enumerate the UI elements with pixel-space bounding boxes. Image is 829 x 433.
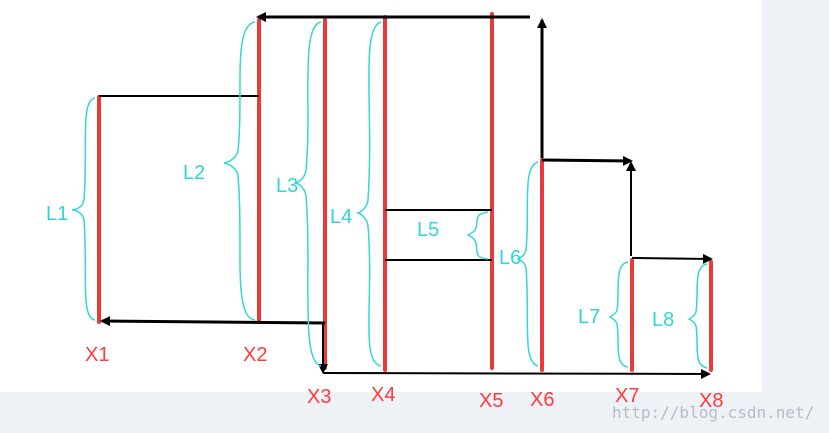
- arrow-x7-right: [631, 253, 713, 264]
- brace-l4: [355, 21, 382, 367]
- black-connectors: [99, 12, 713, 379]
- label-l7: L7: [578, 306, 600, 328]
- label-l2: L2: [183, 162, 205, 184]
- label-l4: L4: [330, 206, 352, 228]
- red-segments: [97, 12, 713, 372]
- label-l5: L5: [417, 219, 439, 241]
- diagram-panel: [0, 0, 762, 392]
- label-x7: X7: [615, 385, 639, 407]
- brace-l7: [608, 261, 629, 368]
- brace-l6: [516, 161, 539, 367]
- label-x2: X2: [243, 344, 267, 366]
- label-x5: X5: [479, 390, 503, 412]
- arrow-bottom-left: [100, 316, 326, 327]
- label-l1: L1: [46, 203, 68, 225]
- arrow-x6-right: [541, 155, 633, 166]
- label-l8: L8: [652, 309, 674, 331]
- cyan-braces: [71, 21, 708, 369]
- label-l6: L6: [499, 247, 521, 269]
- label-x3: X3: [307, 386, 331, 408]
- brace-l2: [223, 21, 256, 321]
- brace-l1: [71, 97, 96, 321]
- brace-l5: [466, 211, 489, 260]
- label-l3: L3: [276, 175, 298, 197]
- label-x6: X6: [530, 389, 554, 411]
- brace-l3: [293, 21, 322, 367]
- watermark-text: http://blog.csdn.net/: [612, 403, 814, 422]
- bottom-axis-arrow: [322, 368, 711, 379]
- label-x4: X4: [371, 384, 395, 406]
- label-x8: X8: [699, 390, 723, 412]
- brace-l8: [687, 263, 708, 369]
- label-x1: X1: [85, 344, 109, 366]
